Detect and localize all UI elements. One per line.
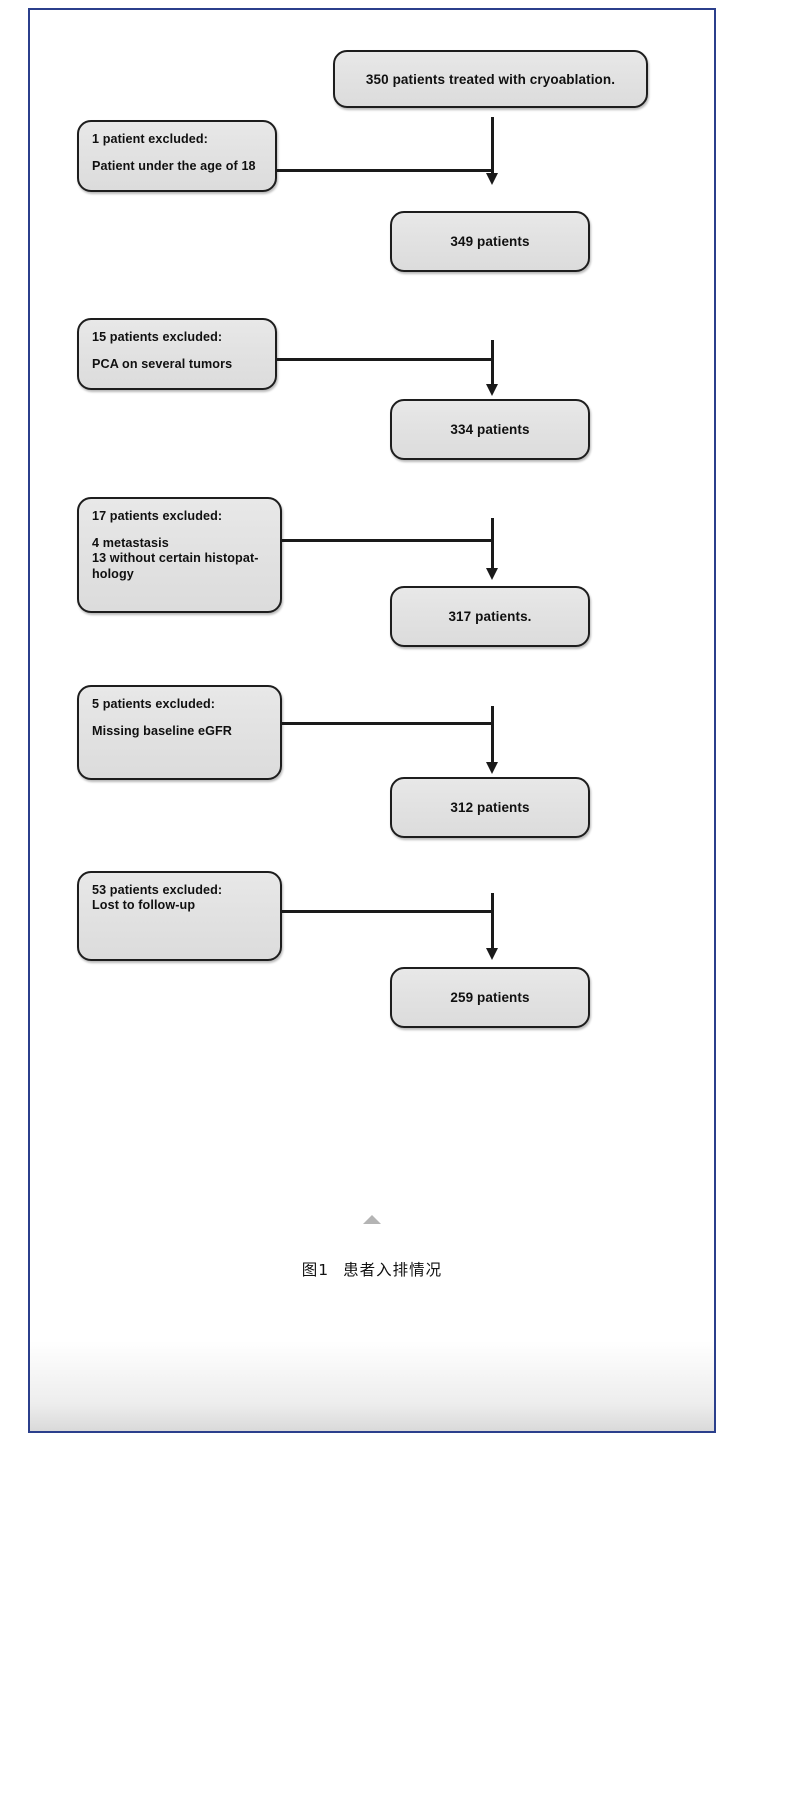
flowchart-canvas: 350 patients treated with cryoablation. …	[30, 10, 714, 1431]
exclusion-box-2-line-0: 15 patients excluded:	[92, 330, 223, 344]
flow-box-349-label: 349 patients	[450, 234, 530, 249]
figure-caption-text: 患者入排情况	[343, 1261, 443, 1279]
connector-horizontal-2	[277, 358, 493, 361]
exclusion-box-5-line-0: 53 patients excluded:	[92, 883, 223, 897]
exclusion-box-1-line-1: Patient under the age of 18	[92, 159, 256, 174]
arrow-head-4	[486, 762, 498, 774]
connector-vertical-5	[491, 893, 494, 950]
connector-vertical-2	[491, 340, 494, 386]
exclusion-box-3: 17 patients excluded: 4 metastasis 13 wi…	[77, 497, 282, 613]
figure-caption: 图1 患者入排情况	[30, 1258, 714, 1280]
exclusion-box-5: 53 patients excluded: Lost to follow-up	[77, 871, 282, 961]
flow-box-total-patients: 350 patients treated with cryoablation.	[333, 50, 648, 108]
flow-box-259-label: 259 patients	[450, 990, 530, 1005]
exclusion-box-3-line-2: 13 without certain histopat-	[92, 551, 259, 566]
arrow-head-1	[486, 173, 498, 185]
exclusion-box-3-line-0: 17 patients excluded:	[92, 509, 223, 523]
connector-horizontal-1	[277, 169, 493, 172]
exclusion-box-3-line-1: 4 metastasis	[92, 536, 169, 551]
flow-box-317: 317 patients.	[390, 586, 590, 647]
connector-vertical-3	[491, 518, 494, 570]
exclusion-box-4-line-0: 5 patients excluded:	[92, 697, 216, 711]
exclusion-box-4-line-1: Missing baseline eGFR	[92, 724, 232, 739]
arrow-head-3	[486, 568, 498, 580]
exclusion-box-2-line-1: PCA on several tumors	[92, 357, 233, 372]
exclusion-box-5-line-1: Lost to follow-up	[92, 898, 196, 913]
connector-horizontal-5	[282, 910, 493, 913]
flow-box-317-label: 317 patients.	[448, 609, 532, 624]
flow-box-349: 349 patients	[390, 211, 590, 272]
caption-marker-triangle-icon	[363, 1215, 381, 1224]
connector-horizontal-4	[282, 722, 493, 725]
connector-vertical-4	[491, 706, 494, 764]
figure-page-frame: 350 patients treated with cryoablation. …	[28, 8, 716, 1433]
arrow-head-2	[486, 384, 498, 396]
figure-caption-number: 图1	[301, 1261, 330, 1279]
flow-box-259: 259 patients	[390, 967, 590, 1028]
exclusion-box-4: 5 patients excluded: Missing baseline eG…	[77, 685, 282, 780]
flow-box-334-label: 334 patients	[450, 422, 530, 437]
flow-box-312-label: 312 patients	[450, 800, 530, 815]
flow-box-312: 312 patients	[390, 777, 590, 838]
exclusion-box-1: 1 patient excluded: Patient under the ag…	[77, 120, 277, 192]
connector-vertical-1	[491, 117, 494, 175]
exclusion-box-3-line-3: hology	[92, 566, 134, 581]
exclusion-box-1-line-0: 1 patient excluded:	[92, 132, 208, 146]
flow-box-334: 334 patients	[390, 399, 590, 460]
flow-box-total-patients-label: 350 patients treated with cryoablation.	[365, 71, 616, 87]
exclusion-box-2: 15 patients excluded: PCA on several tum…	[77, 318, 277, 390]
connector-horizontal-3	[282, 539, 493, 542]
arrow-head-5	[486, 948, 498, 960]
